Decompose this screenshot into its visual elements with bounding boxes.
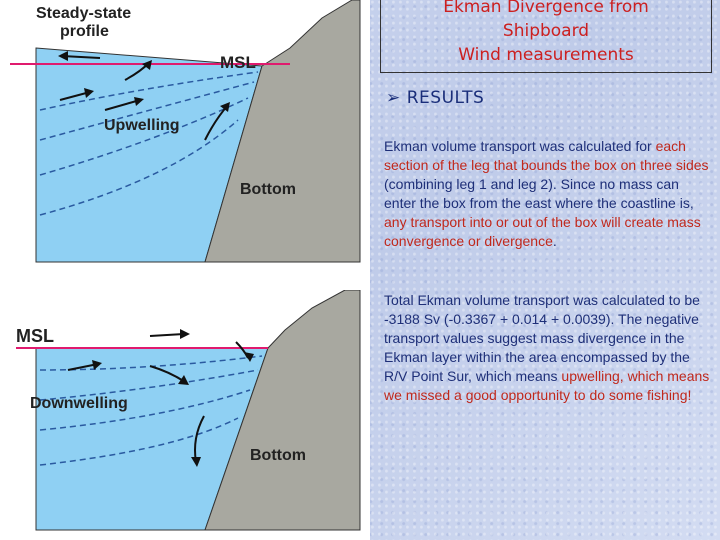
- results-heading-text: RESULTS: [406, 88, 485, 108]
- msl-label: MSL: [16, 326, 54, 346]
- title-line3: Wind measurements: [458, 45, 634, 65]
- para2-text1: Total Ekman volume transport was calcula…: [384, 292, 700, 384]
- paragraph-ekman-transport: Ekman volume transport was calculated fo…: [384, 137, 710, 251]
- msl-label: MSL: [220, 53, 256, 72]
- downwelling-diagram: MSL Downwelling Bottom: [16, 290, 361, 531]
- diagram-title-line1: Steady-state: [36, 5, 131, 22]
- downwelling-label: Downwelling: [30, 395, 128, 412]
- para1-highlight2: any transport into or out of the box wil…: [384, 214, 701, 249]
- para2-highlight: upwelling, which means we missed a good …: [384, 368, 710, 403]
- para1-text2: (combining leg 1 and leg 2). Since no ma…: [384, 176, 694, 211]
- para1-text3: .: [552, 233, 557, 249]
- title-line1: Ekman Divergence from: [443, 0, 649, 17]
- diagram-panel: Steady-state profile MSL Upwelling Botto…: [0, 0, 370, 540]
- para1-text1: Ekman volume transport was calculated fo…: [384, 138, 656, 154]
- bottom-label: Bottom: [240, 181, 296, 198]
- arrow-bullet-icon: ➢: [386, 88, 401, 108]
- para1-highlight1: each section of the leg that bounds the …: [384, 138, 709, 173]
- upwelling-diagram: Steady-state profile MSL Upwelling Botto…: [10, 0, 361, 263]
- results-heading: ➢RESULTS: [386, 88, 484, 108]
- diagram-title-line2: profile: [60, 23, 109, 40]
- upwelling-label: Upwelling: [104, 117, 180, 134]
- bottom-label: Bottom: [250, 447, 306, 464]
- slide-title: Ekman Divergence from Shipboard Wind mea…: [380, 0, 712, 73]
- title-line2: Shipboard: [502, 21, 590, 41]
- paragraph-total-transport: Total Ekman volume transport was calcula…: [384, 291, 710, 405]
